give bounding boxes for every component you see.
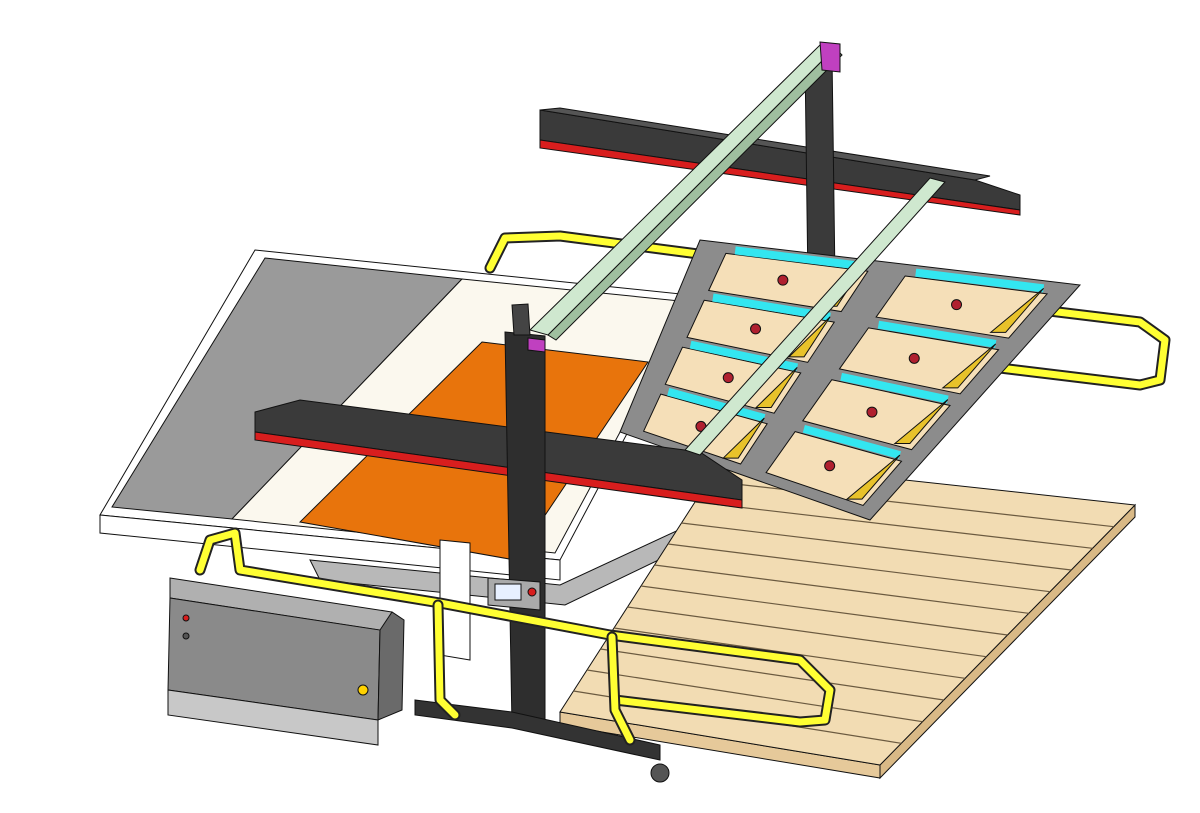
- emergency-stop-icon: [527, 587, 537, 597]
- vacuum-valve: [824, 460, 836, 472]
- hmi-screen: [494, 583, 522, 601]
- caster-wheel: [650, 763, 670, 783]
- front-column: [414, 303, 670, 783]
- pneumatic-cylinder: [667, 387, 766, 422]
- vacuum-valve: [866, 406, 878, 418]
- pneumatic-cylinder: [840, 372, 949, 404]
- pallet-slat-gap: [627, 606, 987, 658]
- vacuum-valve: [908, 352, 920, 364]
- pallet-slat-gap: [708, 480, 1114, 528]
- rear-gantry-beam: [539, 107, 1021, 216]
- pneumatic-cylinder: [915, 268, 1045, 293]
- pallet-slat-gap: [640, 585, 1008, 636]
- gripper-bracket: [941, 343, 997, 389]
- main-switch-icon: [357, 684, 369, 696]
- gripper-bracket: [722, 417, 765, 459]
- gripper-bracket: [893, 399, 949, 444]
- column-base: [414, 699, 661, 761]
- pallet-slat-gap: [600, 648, 944, 701]
- pallet-slat-gap: [586, 669, 923, 723]
- gripper-bracket: [787, 316, 831, 358]
- pallet-slat-gap: [694, 501, 1093, 549]
- front-railing: [194, 527, 836, 746]
- vacuum-valve: [722, 372, 734, 384]
- vacuum-valve: [750, 323, 762, 335]
- gripper-bracket: [989, 287, 1044, 333]
- vacuum-valve: [777, 274, 789, 286]
- indicator-light: [182, 632, 190, 640]
- main-bridge-beam: [529, 41, 946, 456]
- pallet-slat-gap: [667, 543, 1051, 593]
- pallet-slat-gap: [654, 564, 1029, 614]
- pallet-slat-gap: [681, 522, 1072, 571]
- control-cabinet: [167, 577, 405, 746]
- column-cap: [527, 337, 546, 353]
- front-gantry-beam: [254, 399, 743, 509]
- pneumatic-cylinder: [877, 320, 997, 348]
- vacuum-valve: [951, 299, 963, 311]
- beam-end-cap: [819, 41, 841, 73]
- pneumatic-cylinder: [802, 424, 901, 459]
- rear-column: [804, 54, 836, 286]
- back-railing: [484, 230, 1171, 391]
- gripper-bracket: [754, 367, 798, 408]
- gripper-bracket: [845, 454, 901, 500]
- indicator-light: [182, 614, 190, 622]
- wooden-pallet: [559, 459, 1137, 780]
- pneumatic-cylinder: [734, 246, 864, 271]
